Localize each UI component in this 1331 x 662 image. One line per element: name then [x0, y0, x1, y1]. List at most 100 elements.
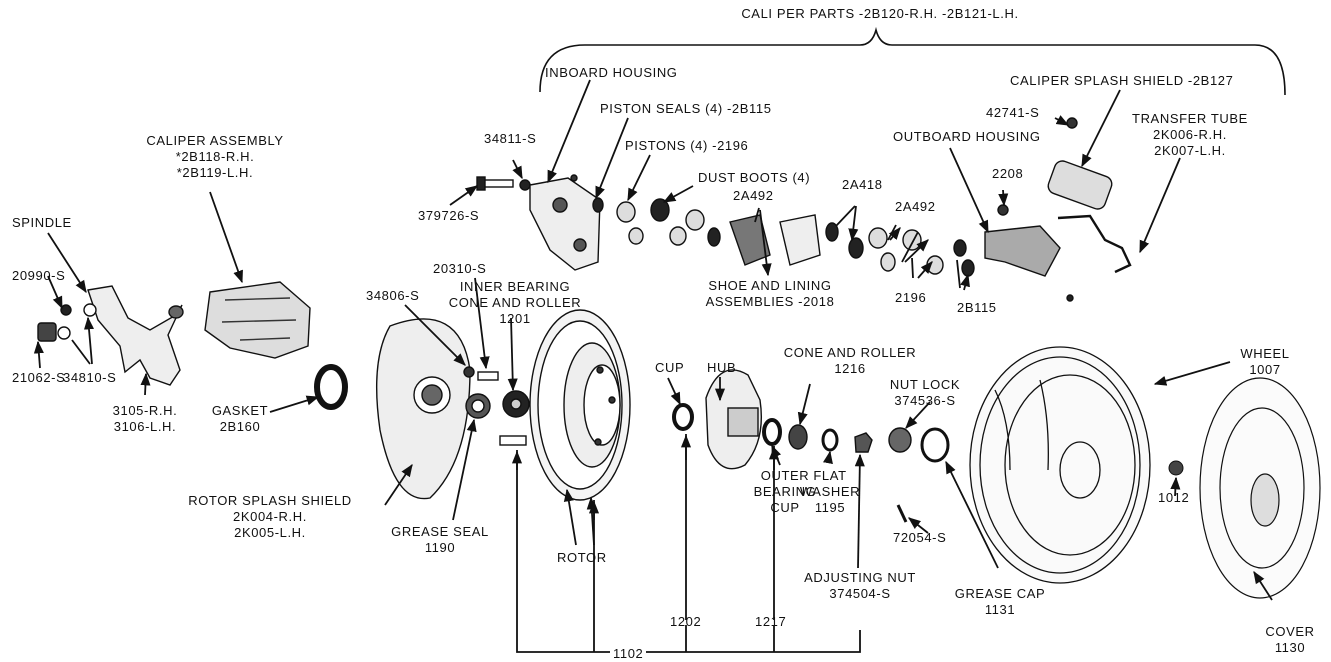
label-2a418: 2A418: [842, 177, 883, 192]
wheel-line-2: 1007: [1249, 362, 1281, 377]
label-20990s: 20990-S: [12, 268, 66, 283]
label-flat-washer: FLAT WASHER 1195: [790, 468, 870, 516]
rotor-part: [529, 309, 631, 501]
inner-bearing-line-2: CONE AND ROLLER: [448, 295, 582, 310]
gasket-line-2: 2B160: [219, 419, 261, 434]
inner-bearing-line-3: 1201: [499, 311, 531, 326]
inner-bearing-line-1: INNER BEARING: [459, 279, 571, 294]
caliper-assembly-line-1: CALIPER ASSEMBLY: [146, 133, 284, 148]
gasket-part: [314, 364, 348, 410]
label-dust-boots: DUST BOOTS (4): [698, 170, 811, 185]
label-72054s: 72054-S: [893, 530, 947, 545]
rotor-splash-line-3: 2K005-L.H.: [234, 525, 306, 540]
label-1012: 1012: [1158, 490, 1190, 505]
flat-washer-line-1: FLAT: [813, 468, 847, 483]
label-2208: 2208: [992, 166, 1024, 181]
label-2a492b: 2A492: [895, 199, 936, 214]
shoe-lining-line-1: SHOE AND LINING: [708, 278, 832, 293]
label-inner-bearing: INNER BEARING CONE AND ROLLER 1201: [435, 279, 595, 327]
label-spindle: SPINDLE: [12, 215, 72, 230]
label-1217: 1217: [755, 614, 787, 629]
transfer-tube-line-1: TRANSFER TUBE: [1132, 111, 1248, 126]
label-21062s: 21062-S: [12, 370, 66, 385]
label-1202: 1202: [670, 614, 702, 629]
shoe-lining-inner: [729, 214, 771, 266]
label-wheel: WHEEL 1007: [1225, 346, 1305, 378]
wheel-part: [969, 346, 1151, 584]
label-34811s: 34811-S: [484, 131, 537, 146]
outboard-housing-part: [984, 225, 1061, 277]
cover-line-2: 1130: [1274, 640, 1306, 655]
inboard-housing-part: [529, 177, 601, 271]
label-rotor-splash-shield: ROTOR SPLASH SHIELD 2K004-R.H. 2K005-L.H…: [175, 493, 365, 541]
label-34806s: 34806-S: [366, 288, 420, 303]
label-shoe-lining: SHOE AND LINING ASSEMBLIES -2018: [690, 278, 850, 310]
rotor-splash-line-2: 2K004-R.H.: [233, 509, 307, 524]
outer-cup-line-2: BEARING: [753, 484, 817, 499]
caliper-assembly-line-3: *2B119-L.H.: [176, 165, 254, 180]
part-1012-nut: [1168, 460, 1184, 476]
caliper-assembly-line-2: *2B118-R.H.: [175, 149, 255, 164]
caliper-parts-heading: CALI PER PARTS -2B120-R.H. -2B121-L.H.: [741, 6, 1019, 21]
label-grease-seal: GREASE SEAL 1190: [385, 524, 495, 556]
transfer-tube-part: [1057, 214, 1132, 274]
spindle-num-line-2: 3106-L.H.: [113, 419, 177, 434]
cone-roller-line-2: 1216: [834, 361, 866, 376]
pointer-arrows: [33, 79, 1273, 601]
outer-cup-line-3: CUP: [770, 500, 800, 515]
label-piston-seals: PISTON SEALS (4) -2B115: [600, 101, 772, 116]
grease-seal-line-1: GREASE SEAL: [391, 524, 489, 539]
label-outer-bearing-cup: OUTER BEARING CUP: [745, 468, 825, 516]
transfer-tube-line-2: 2K006-R.H.: [1153, 127, 1227, 142]
caliper-splash-shield-part: [1047, 160, 1113, 210]
adjusting-nut-line-1: ADJUSTING NUT: [804, 570, 916, 585]
label-pistons: PISTONS (4) -2196: [625, 138, 749, 153]
cone-roller-line-1: CONE AND ROLLER: [783, 345, 917, 360]
transfer-tube-line-3: 2K007-L.H.: [1154, 143, 1226, 158]
label-transfer-tube: TRANSFER TUBE 2K006-R.H. 2K007-L.H.: [1125, 111, 1255, 159]
label-379726s: 379726-S: [418, 208, 480, 223]
label-nut-lock: NUT LOCK 374536-S: [880, 377, 970, 409]
label-hub: HUB: [707, 360, 737, 375]
rotor-splash-line-1: ROTOR SPLASH SHIELD: [188, 493, 352, 508]
caliper-components: [476, 117, 1132, 302]
label-caliper-assembly: CALIPER ASSEMBLY *2B118-R.H. *2B119-L.H.: [135, 133, 295, 181]
bolt-379726s: [476, 176, 514, 191]
bracket-up-arrows: [511, 434, 780, 520]
outer-cup-line-1: OUTER: [760, 468, 810, 483]
label-34810s: 34810-S: [63, 370, 117, 385]
label-rotor: ROTOR: [557, 550, 607, 565]
cover-part: [1199, 377, 1321, 599]
grease-cap-line-2: 1131: [984, 602, 1016, 617]
caliper-parts-brace: [539, 26, 1286, 96]
label-outboard-housing: OUTBOARD HOUSING: [893, 129, 1041, 144]
label-grease-cap: GREASE CAP 1131: [945, 586, 1055, 618]
washer-34811s: [519, 179, 531, 191]
grease-cap-line-1: GREASE CAP: [954, 586, 1046, 601]
caliper-assembly-part: [204, 281, 311, 359]
label-spindle-num: 3105-R.H. 3106-L.H.: [95, 403, 195, 435]
label-cover: COVER 1130: [1255, 624, 1325, 656]
label-42741s: 42741-S: [986, 105, 1040, 120]
gasket-line-1: GASKET: [211, 403, 269, 418]
label-gasket: GASKET 2B160: [200, 403, 280, 435]
label-inboard-housing: INBOARD HOUSING: [545, 65, 678, 80]
flat-washer-line-2: WASHER: [799, 484, 861, 499]
label-cup: CUP: [655, 360, 685, 375]
label-cone-roller: CONE AND ROLLER 1216: [780, 345, 920, 377]
label-20310s: 20310-S: [433, 261, 487, 276]
wheel-line-1: WHEEL: [1240, 346, 1290, 361]
grease-seal-line-2: 1190: [424, 540, 456, 555]
nut-lock-line-2: 374536-S: [894, 393, 956, 408]
label-1102: 1102: [610, 646, 647, 662]
label-dust-boots-num: 2A492: [733, 188, 774, 203]
flat-washer-line-3: 1195: [814, 500, 846, 515]
cover-line-1: COVER: [1265, 624, 1315, 639]
label-adjusting-nut: ADJUSTING NUT 374504-S: [790, 570, 930, 602]
spindle-num-line-1: 3105-R.H.: [112, 403, 178, 418]
bottom-bracket-lines: [516, 434, 861, 653]
label-2b115: 2B115: [957, 300, 997, 315]
shoe-lining-outer: [779, 214, 821, 266]
adjusting-nut-line-2: 374504-S: [829, 586, 891, 601]
